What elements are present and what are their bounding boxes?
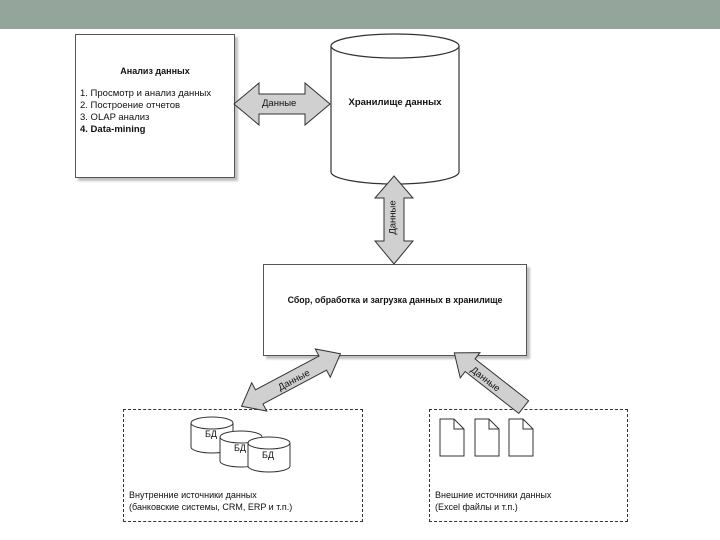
etl-label: Сбор, обработка и загрузка данных в хран… xyxy=(287,295,503,305)
etl-box: Сбор, обработка и загрузка данных в хран… xyxy=(263,264,527,356)
file-icon xyxy=(508,418,534,457)
analysis-item: 4. Data-mining xyxy=(80,124,146,135)
storage-label: Хранилище данных xyxy=(348,97,442,108)
arrow-analysis-storage xyxy=(233,81,331,127)
arrow-label-storage-etl: Данные xyxy=(387,200,399,235)
file-icon xyxy=(474,418,500,457)
arrow-storage-etl xyxy=(373,175,415,265)
db-label: БД xyxy=(205,429,218,439)
db-label: БД xyxy=(234,443,247,453)
analysis-item: 2. Построение отчетов xyxy=(80,100,181,111)
db-cylinder-icon xyxy=(247,436,291,473)
analysis-item: 1. Просмотр и анализ данных xyxy=(80,88,212,99)
analysis-box: Анализ данных 1. Просмотр и анализ данны… xyxy=(75,34,235,178)
analysis-list: 1. Просмотр и анализ данных 2. Построени… xyxy=(80,88,211,136)
arrow-internal-etl xyxy=(240,348,342,412)
storage-cylinder-icon xyxy=(330,33,460,185)
db-label: БД xyxy=(262,450,275,460)
analysis-item: 3. OLAP анализ xyxy=(80,112,150,123)
arrow-label-analysis-storage: Данные xyxy=(262,98,297,109)
internal-sources-box: Внутренние источники данных (банковские … xyxy=(123,409,363,522)
internal-sources-subtitle: (банковские системы, CRM, ERP и т.п.) xyxy=(129,502,293,512)
arrow-external-etl xyxy=(453,352,530,415)
file-icon xyxy=(439,418,465,457)
external-sources-subtitle: (Excel файлы и т.п.) xyxy=(435,502,518,512)
analysis-title: Анализ данных xyxy=(120,66,190,76)
external-sources-title: Внешние источники данных xyxy=(435,490,552,500)
top-banner xyxy=(0,0,720,29)
internal-sources-title: Внутренние источники данных xyxy=(129,490,257,500)
